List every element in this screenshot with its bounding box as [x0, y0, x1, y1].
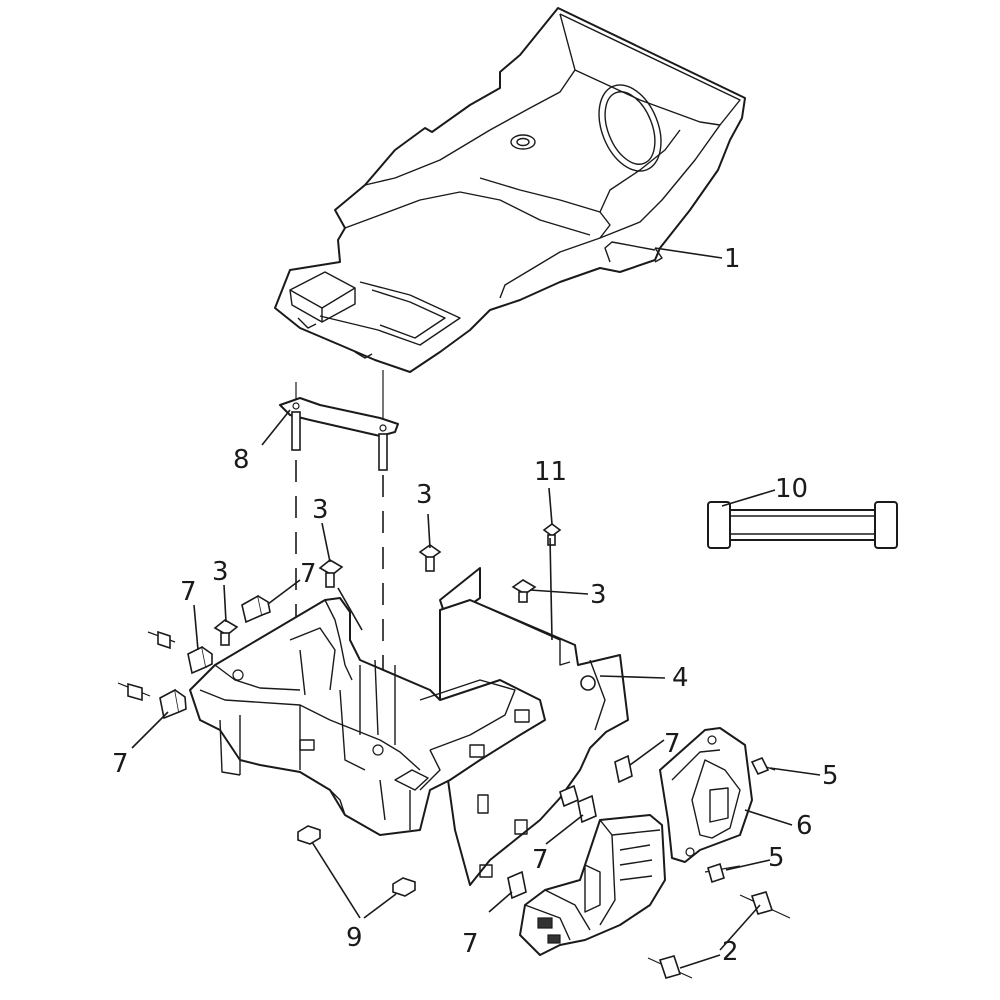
bolt-3-upper-left	[318, 559, 344, 588]
connector-small	[559, 784, 579, 808]
part-1-upper-tray	[274, 7, 746, 373]
clip-7-d	[614, 754, 633, 784]
callout-3-upper-left: 3	[312, 495, 329, 525]
part-4-main-frame	[189, 567, 629, 886]
screw-left-lower	[117, 682, 151, 702]
callout-4: 4	[672, 663, 689, 693]
callout-8: 8	[233, 445, 250, 475]
callout-7-f: 7	[462, 929, 479, 959]
callout-6: 6	[796, 811, 813, 841]
nut-9-right	[392, 877, 416, 897]
bolt-3-right	[511, 579, 537, 603]
clip-7-f	[507, 870, 527, 900]
callout-9: 9	[346, 923, 363, 953]
bolt-2-upper	[739, 891, 791, 919]
callout-7-a: 7	[180, 577, 197, 607]
part-6-side-bracket	[659, 727, 753, 863]
callout-2: 2	[722, 937, 739, 967]
leader-lines	[131, 247, 821, 969]
callout-7-e: 7	[532, 845, 549, 875]
bolt-3-left	[213, 619, 239, 646]
screw-5-lower	[704, 862, 741, 884]
callout-10: 10	[775, 474, 808, 504]
screw-5-upper	[750, 756, 776, 776]
nut-9-left	[297, 825, 321, 845]
actuator-motor	[519, 814, 666, 956]
clip-7-c	[159, 688, 187, 720]
bolt-2-lower	[647, 955, 693, 979]
clip-7-e	[577, 794, 597, 824]
callout-3-center: 3	[416, 480, 433, 510]
callout-7-d: 7	[664, 729, 681, 759]
bolt-3-center	[418, 544, 442, 572]
part-8-bracket	[279, 370, 399, 471]
callout-5-upper: 5	[822, 761, 839, 791]
clip-7-b	[187, 645, 213, 675]
screw-11	[542, 523, 562, 546]
callout-11: 11	[534, 457, 567, 487]
callout-5-lower: 5	[768, 843, 785, 873]
callout-1: 1	[724, 244, 741, 274]
callout-3-left: 3	[212, 557, 229, 587]
clip-7-a	[241, 594, 271, 624]
callout-3-right: 3	[590, 580, 607, 610]
callouts: 1 8 3 3 3 11 3 4 7 7 7 7 7 7 5 6 5 2 9 1…	[112, 244, 839, 967]
callout-7-c: 7	[112, 749, 129, 779]
grommet-right	[580, 675, 596, 691]
part-10-strap	[707, 501, 898, 549]
callout-7-b: 7	[300, 559, 317, 589]
screw-left-upper	[147, 630, 176, 650]
